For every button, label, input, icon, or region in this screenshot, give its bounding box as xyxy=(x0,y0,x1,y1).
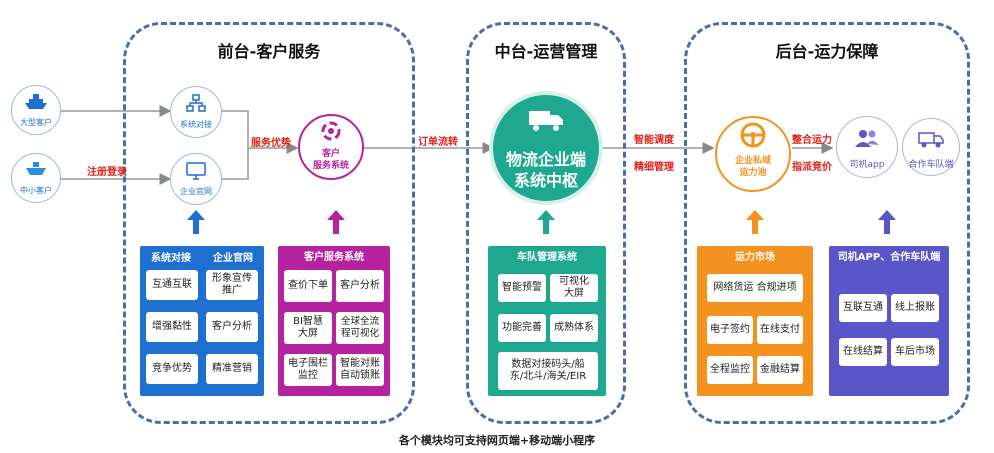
system-dock-label: 系统对接 xyxy=(180,120,212,129)
service-item: 客户分析 xyxy=(336,270,384,302)
fleet-mgmt-panel: 车队管理系统 智能预警 可视化大屏 功能完善 成熟体系 数据对接码头/船东/北斗… xyxy=(488,246,606,396)
web-item: 精准营销 xyxy=(206,354,258,384)
service-system-node xyxy=(298,114,364,180)
market-item: 电子签约 xyxy=(707,316,753,344)
fleet-mgmt-panel-title: 车队管理系统 xyxy=(517,251,577,263)
driver-app-label: 司机app xyxy=(849,160,885,170)
up-arrow-back-left xyxy=(746,210,764,234)
order-flow-label: 订单流转 xyxy=(418,137,458,148)
up-arrow-middle xyxy=(537,210,555,234)
web-item: 客户分析 xyxy=(206,312,258,342)
dock-item: 互通互联 xyxy=(146,270,198,300)
driver-panel: 司机APP、合作车队端 互联互通 线上报账 在线结算 车后市场 xyxy=(829,246,949,396)
driver-item: 线上报账 xyxy=(891,294,939,322)
market-item: 全程监控 xyxy=(707,356,753,384)
truck-icon xyxy=(529,111,563,131)
service-panel: 客户服务系统 查价下单 客户分析 BI智慧大屏 全球全流程可视化 电子围栏监控 … xyxy=(278,246,390,396)
fleet-label: 合作车队端 xyxy=(908,160,954,170)
market-item: 在线支付 xyxy=(757,316,803,344)
register-label: 注册登录 xyxy=(87,167,127,178)
bidding-label: 指派竞价 xyxy=(792,162,832,173)
website-label: 企业官网 xyxy=(180,187,212,196)
fleet-mgmt-item: 功能完善 xyxy=(498,314,546,342)
service-label-2: 服务系统 xyxy=(312,161,349,171)
service-item: BI智慧大屏 xyxy=(284,312,332,344)
large-customer-node xyxy=(11,85,61,135)
monitor-icon xyxy=(186,162,206,180)
service-item: 电子围栏监控 xyxy=(284,354,332,386)
dock-panel-title: 系统对接 xyxy=(151,253,191,264)
line-dock-merge xyxy=(222,110,249,180)
service-label-1: 客户 xyxy=(321,149,340,159)
advantage-label: 服务优势 xyxy=(251,138,291,149)
steering-wheel-icon xyxy=(740,122,766,148)
market-panel: 运力市场 网络货运 合规进项 电子签约 在线支付 全程监控 金融结算 xyxy=(697,246,813,396)
market-item: 金融结算 xyxy=(757,356,803,384)
section-front xyxy=(123,22,415,424)
service-item: 全球全流程可视化 xyxy=(336,312,384,344)
driver-item: 车后市场 xyxy=(891,338,939,366)
section-middle xyxy=(466,22,626,424)
large-customer-label: 大型客户 xyxy=(20,118,52,127)
fleet-mgmt-item: 智能预警 xyxy=(498,274,546,302)
dock-item: 增强黏性 xyxy=(146,312,198,342)
footer-note: 各个模块均可支持网页端+移动端小程序 xyxy=(398,434,596,447)
fleet-node xyxy=(902,118,960,176)
web-panel-title: 企业官网 xyxy=(213,253,253,264)
dispatch-label: 智能调度 xyxy=(634,135,674,146)
service-panel-title: 客户服务系统 xyxy=(304,251,364,263)
section-front-title: 前台-客户服务 xyxy=(217,42,321,61)
up-arrow-front-left xyxy=(187,210,205,234)
driver-item: 在线结算 xyxy=(839,338,887,366)
capacity-pool-node xyxy=(715,116,791,192)
driver-item: 互联互通 xyxy=(839,294,887,322)
small-customer-label: 中小客户 xyxy=(20,186,52,195)
web-item: 形象宣传推广 xyxy=(206,270,258,300)
fleet-mgmt-item: 成熟体系 xyxy=(550,314,598,342)
pool-label-1: 企业私域 xyxy=(734,156,771,166)
up-arrow-front-right xyxy=(327,210,345,234)
manage-label: 精细管理 xyxy=(634,162,674,173)
ship-icon xyxy=(25,94,47,109)
service-item: 智能对账自动锁账 xyxy=(336,354,384,386)
up-arrow-back-right xyxy=(878,210,896,234)
network-icon xyxy=(186,94,206,112)
small-customer-node xyxy=(11,153,61,203)
service-logo-icon xyxy=(321,121,341,141)
service-item: 查价下单 xyxy=(284,270,332,302)
delivery-truck-icon xyxy=(918,132,944,148)
driver-panel-title: 司机APP、合作车队端 xyxy=(837,251,941,263)
hub-label-1: 物流企业端 xyxy=(505,150,586,169)
section-back-title: 后台-运力保障 xyxy=(775,42,879,61)
boat-icon xyxy=(26,162,46,175)
market-panel-title: 运力市场 xyxy=(735,251,775,263)
market-item: 网络货运 合规进项 xyxy=(707,274,803,302)
dock-item: 竞争优势 xyxy=(146,354,198,384)
hub-label-2: 系统中枢 xyxy=(513,171,578,190)
pool-label-2: 运力池 xyxy=(739,168,767,178)
integrate-label: 整合运力 xyxy=(792,135,832,146)
users-icon xyxy=(855,130,879,147)
section-middle-title: 中台-运营管理 xyxy=(494,42,598,61)
fleet-mgmt-item: 数据对接码头/船东/北斗/海关/EIR xyxy=(498,352,598,390)
section-back xyxy=(684,22,970,424)
dock-web-panel: 系统对接 企业官网 互通互联 增强黏性 竞争优势 形象宣传推广 客户分析 精准营… xyxy=(140,246,264,396)
fleet-mgmt-item: 可视化大屏 xyxy=(550,274,598,302)
